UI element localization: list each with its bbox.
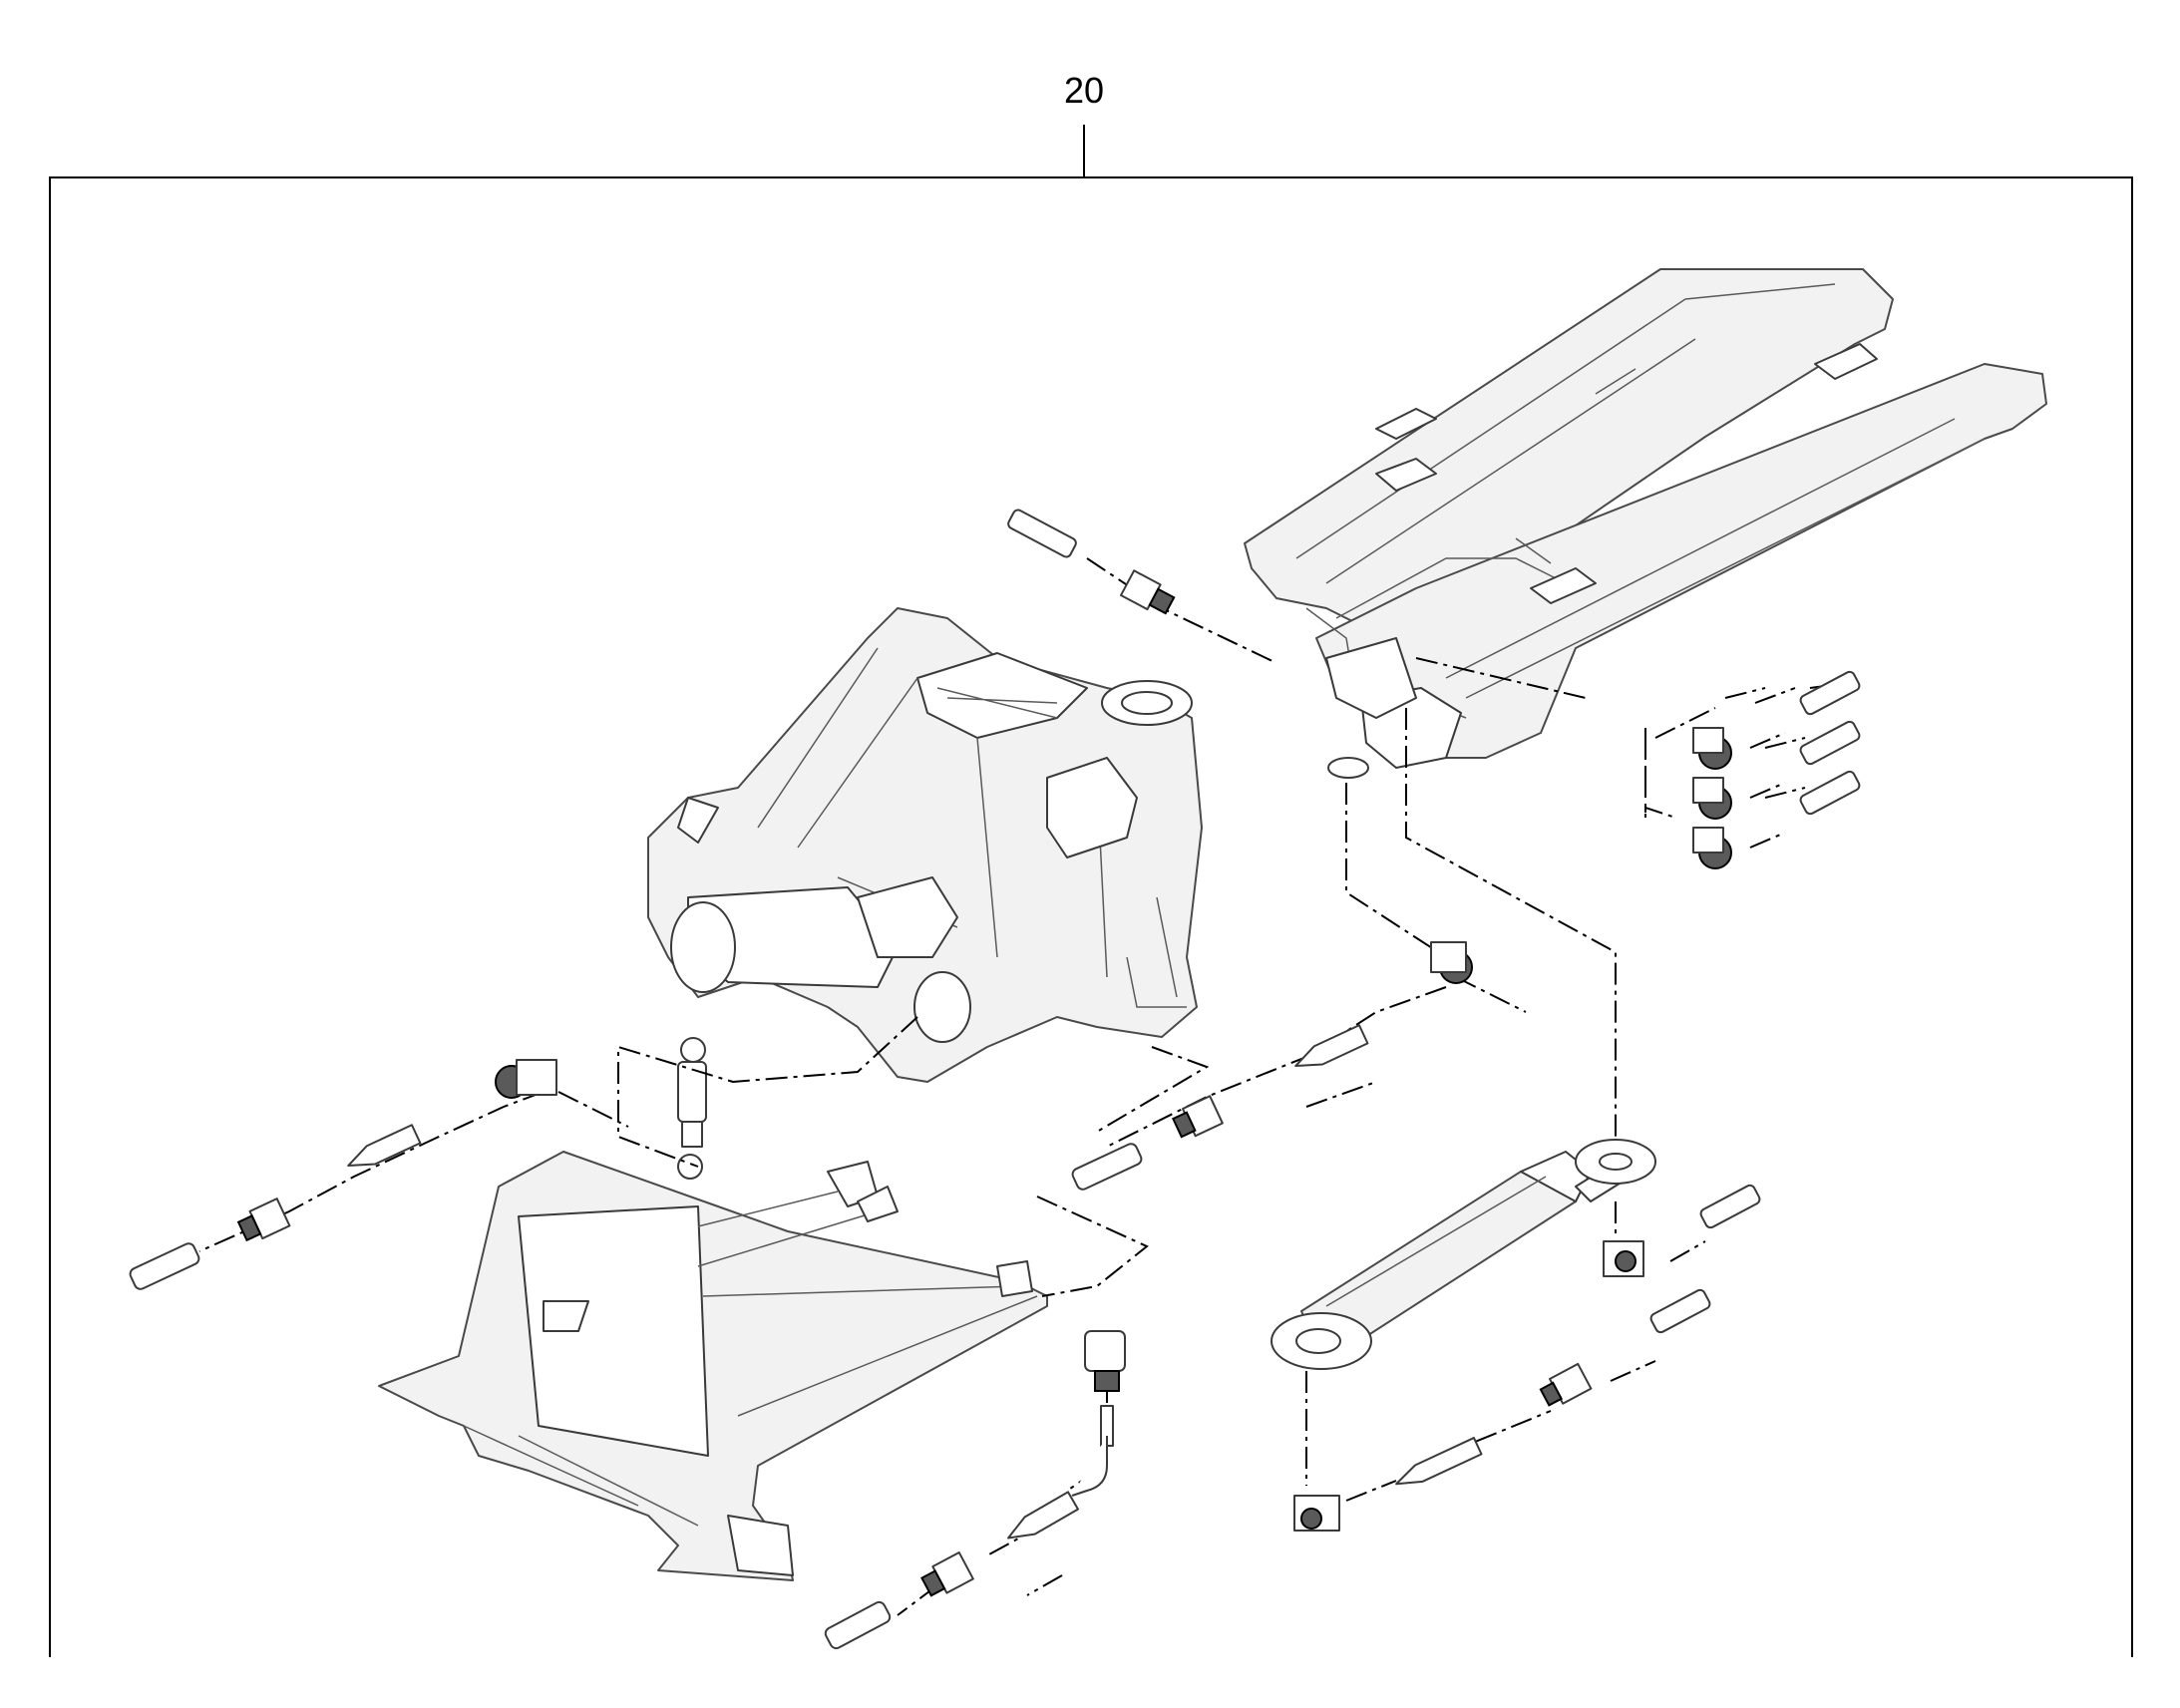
elbow	[1603, 1240, 1644, 1277]
hose-end	[347, 1124, 422, 1168]
callout-number: 20	[1064, 70, 1104, 111]
cylinder-hoses	[1293, 1184, 1761, 1532]
pin	[1799, 720, 1861, 766]
fitting	[1172, 1095, 1224, 1139]
elbow	[495, 1059, 557, 1099]
bucket	[378, 1151, 1048, 1581]
top-center-fittings	[1007, 509, 1176, 615]
small-cylinder	[677, 1037, 707, 1180]
pin	[1007, 509, 1077, 558]
elbow	[1293, 1495, 1340, 1532]
hose-end	[1007, 1491, 1079, 1539]
pin	[1799, 770, 1861, 816]
boom-arms	[1244, 268, 2047, 779]
elbow	[1692, 827, 1732, 869]
fitting	[236, 1197, 291, 1242]
loader-frame	[647, 607, 1203, 1083]
center-right-hose	[1071, 941, 1473, 1191]
pin	[129, 1242, 200, 1290]
fitting	[920, 1551, 974, 1597]
lift-cylinder	[1271, 1139, 1656, 1370]
elbow	[1692, 777, 1732, 820]
pin	[1799, 670, 1861, 716]
elbow	[1084, 1330, 1126, 1392]
left-hose	[129, 1059, 557, 1290]
pin	[824, 1600, 892, 1650]
fitting	[1539, 1362, 1593, 1407]
pin	[1071, 1143, 1143, 1191]
hose-end	[1294, 1024, 1369, 1068]
bucket-hose	[824, 1330, 1126, 1650]
elbow	[1692, 727, 1732, 770]
pin	[1699, 1184, 1761, 1229]
pin	[1649, 1288, 1711, 1334]
bent-tube	[1071, 1436, 1108, 1497]
right-elbow-stack	[1644, 670, 1861, 869]
hose-end	[1395, 1437, 1483, 1486]
assembly-frame	[49, 176, 2133, 1657]
elbow	[1430, 941, 1473, 984]
fitting	[1120, 569, 1176, 615]
